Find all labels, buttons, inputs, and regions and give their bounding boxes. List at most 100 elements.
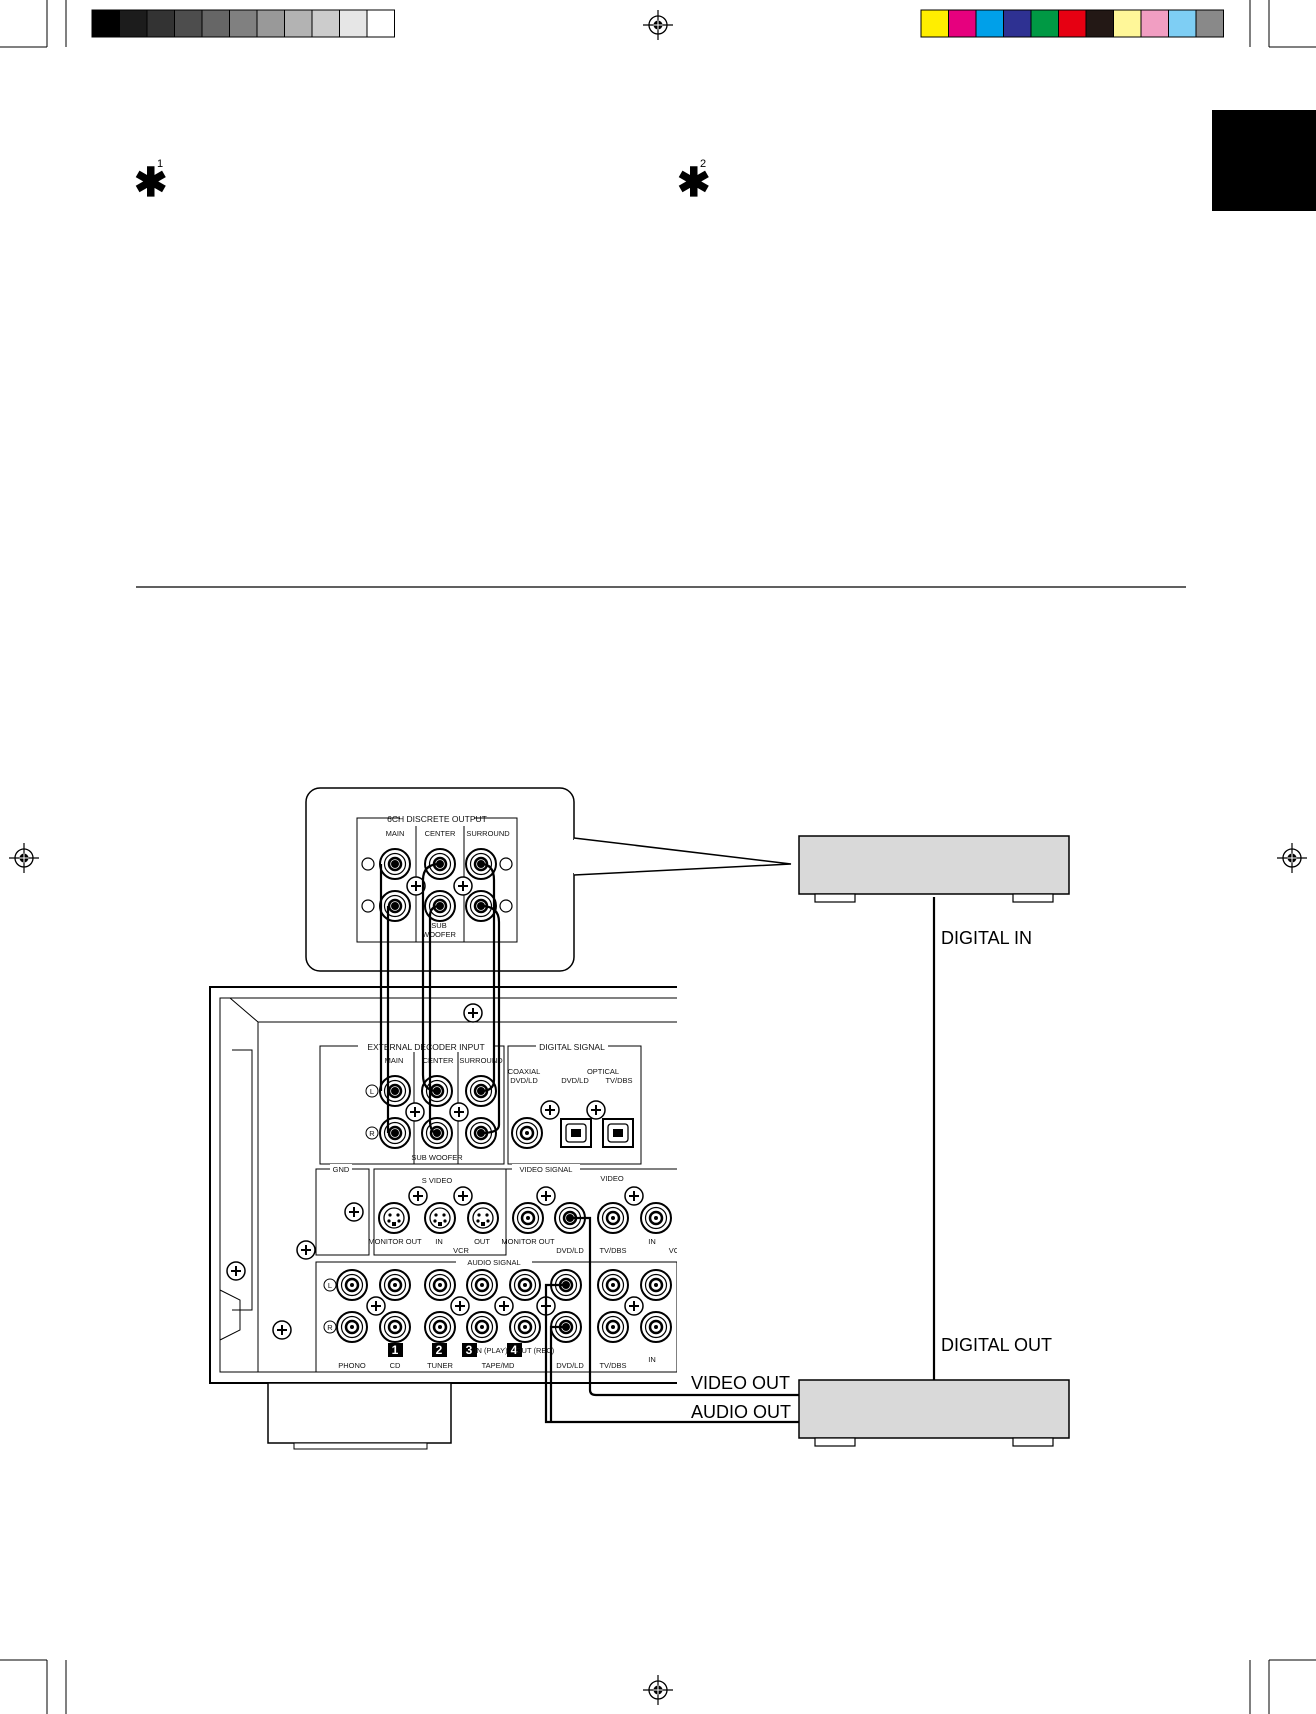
input-number-4: 4 [511,1343,518,1357]
color-swatch [256,9,285,38]
asterisk-icon: ✱ [677,161,711,205]
audio-tuner-label: TUNER [427,1361,453,1370]
s-video-section [373,1168,507,1256]
color-swatch [339,9,368,38]
audio-jack [639,1310,673,1344]
gnd-terminal [344,1202,364,1222]
s-video-monitor-jack [378,1202,410,1234]
coaxial-jack [510,1116,544,1150]
surround-r-cable [480,904,501,1135]
6ch-output-title: 6CH DISCRETE OUTPUT [387,814,487,824]
color-swatch [91,9,120,38]
source-device [798,1379,1070,1447]
input-number-1: 1 [392,1343,399,1357]
color-swatch [1003,9,1032,38]
source-player-box [798,1379,1070,1439]
s-video-in-jack [424,1202,456,1234]
audio-tape-md-label: TAPE/MD [482,1361,515,1370]
audio-tvdbs-label: TV/DBS [599,1361,626,1370]
audio-left-mark: L [328,1281,332,1290]
color-swatch [1168,9,1197,38]
audio-out-label: AUDIO OUT [691,1402,791,1422]
registration-mark-left [8,842,40,874]
s-video-out-label: OUT [474,1237,490,1246]
s-video-title: S VIDEO [422,1176,453,1185]
color-swatch [1140,9,1169,38]
inset-surround-label: SURROUND [466,829,510,838]
s-video-out-jack [467,1202,499,1234]
asterisk-icon: ✱ [134,161,168,205]
video-dvd-label: DVD/LD [556,1246,584,1255]
footnote-mark-2: ✱ 2 [677,158,711,205]
surround-l-cable [480,862,496,1093]
registration-mark-bottom [642,1674,674,1706]
color-swatch [146,9,175,38]
color-swatch [119,9,148,38]
audio-jack [423,1310,457,1344]
audio-jack [639,1268,673,1302]
inset-woofer-label: WOOFER [422,930,456,939]
decoder-device [798,835,1070,903]
color-swatch [1113,9,1142,38]
audio-jack [335,1310,369,1344]
decoder-box [798,835,1070,895]
s-video-in-label: IN [435,1237,443,1246]
color-swatch [1085,9,1114,38]
audio-jack [596,1310,630,1344]
footnote-number-2: 2 [700,158,706,170]
audio-r-cable [549,1325,566,1422]
audio-tape-out-label: OUT (REC) [516,1346,555,1355]
audio-cd-label: CD [390,1361,401,1370]
optical-tvdbs-label: TV/DBS [605,1076,632,1085]
color-swatch [229,9,258,38]
optical-tvdbs-jack [602,1118,634,1148]
audio-phono-label: PHONO [338,1361,366,1370]
ext-center-label: CENTER [423,1056,454,1065]
video-out-label: VIDEO OUT [691,1373,790,1393]
ext-right-mark: R [369,1129,375,1138]
color-calibration-strip [920,9,1224,38]
audio-jack [465,1268,499,1302]
color-swatch [311,9,340,38]
audio-jack [465,1310,499,1344]
footnote-mark-1: ✱ 1 [134,158,168,205]
color-swatch [920,9,949,38]
ext-main-label: MAIN [385,1056,404,1065]
color-swatch [366,9,395,38]
optical-label: OPTICAL [587,1067,619,1076]
digital-out-label: DIGITAL OUT [941,1335,1052,1355]
ext-surround-label: SURROUND [459,1056,503,1065]
color-swatch [1195,9,1224,38]
audio-tape-in-label: IN (PLAY) [474,1346,508,1355]
s-video-vcr-label: VCR [453,1246,469,1255]
audio-jack [378,1310,412,1344]
audio-jack [508,1310,542,1344]
ext-left-mark: L [370,1087,374,1096]
receiver-foot [267,1382,452,1444]
inset-sub-label: SUB [431,921,446,930]
callout-pointer [573,837,792,876]
input-number-2: 2 [436,1343,443,1357]
digital-in-label: DIGITAL IN [941,928,1032,948]
color-swatch [174,9,203,38]
section-tab [1212,110,1316,211]
gray-calibration-strip [91,9,395,38]
audio-jack [596,1268,630,1302]
input-number-3: 3 [466,1343,473,1357]
color-swatch [975,9,1004,38]
video-vc-label: VC [669,1246,680,1255]
gnd-label: GND [333,1165,350,1174]
inset-main-label: MAIN [386,829,405,838]
audio-jack [508,1268,542,1302]
ext-decoder-title: EXTERNAL DECODER INPUT [367,1042,484,1052]
audio-right-mark: R [327,1323,333,1332]
audio-dvd-label: DVD/LD [556,1361,584,1370]
color-swatch [201,9,230,38]
audio-jack [423,1268,457,1302]
video-tvdbs-jack [596,1201,630,1235]
footnote-number-1: 1 [157,158,163,170]
coaxial-label: COAXIAL [508,1067,541,1076]
video-monitor-label: MONITOR OUT [501,1237,555,1246]
